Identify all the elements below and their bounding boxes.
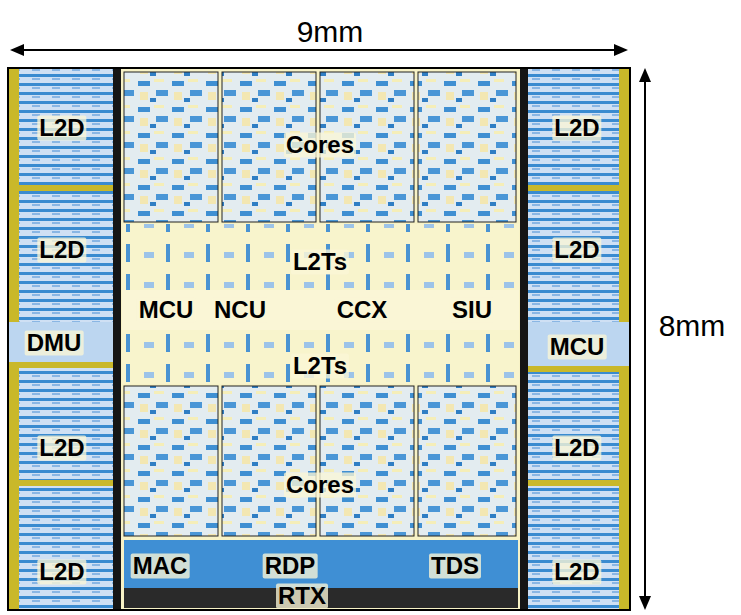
block-label: L2D — [552, 237, 601, 262]
block-label: RTX — [276, 583, 328, 608]
block-label: TDS — [429, 553, 481, 578]
block-label: L2D — [552, 559, 601, 584]
block-label: L2D — [552, 115, 601, 140]
block-label: MAC — [131, 553, 190, 578]
block-label: SIU — [450, 297, 494, 322]
block-label: L2D — [37, 237, 86, 262]
block-label: Cores — [284, 132, 356, 157]
block-label: L2D — [552, 435, 601, 460]
block-label: MCU — [548, 334, 607, 359]
block-label: L2Ts — [291, 353, 349, 378]
block-label: CCX — [335, 297, 390, 322]
block-label: L2D — [37, 559, 86, 584]
dimension-label: 8mm — [656, 310, 729, 342]
block-label: L2D — [37, 115, 86, 140]
block-label: NCU — [212, 297, 268, 322]
block-label: L2D — [37, 435, 86, 460]
block-label: Cores — [284, 472, 356, 497]
block-label: MCU — [137, 297, 196, 322]
block-label: RDP — [263, 553, 318, 578]
block-label: L2Ts — [291, 249, 349, 274]
dimension-label: 9mm — [294, 16, 367, 48]
block-label: DMU — [25, 330, 84, 355]
